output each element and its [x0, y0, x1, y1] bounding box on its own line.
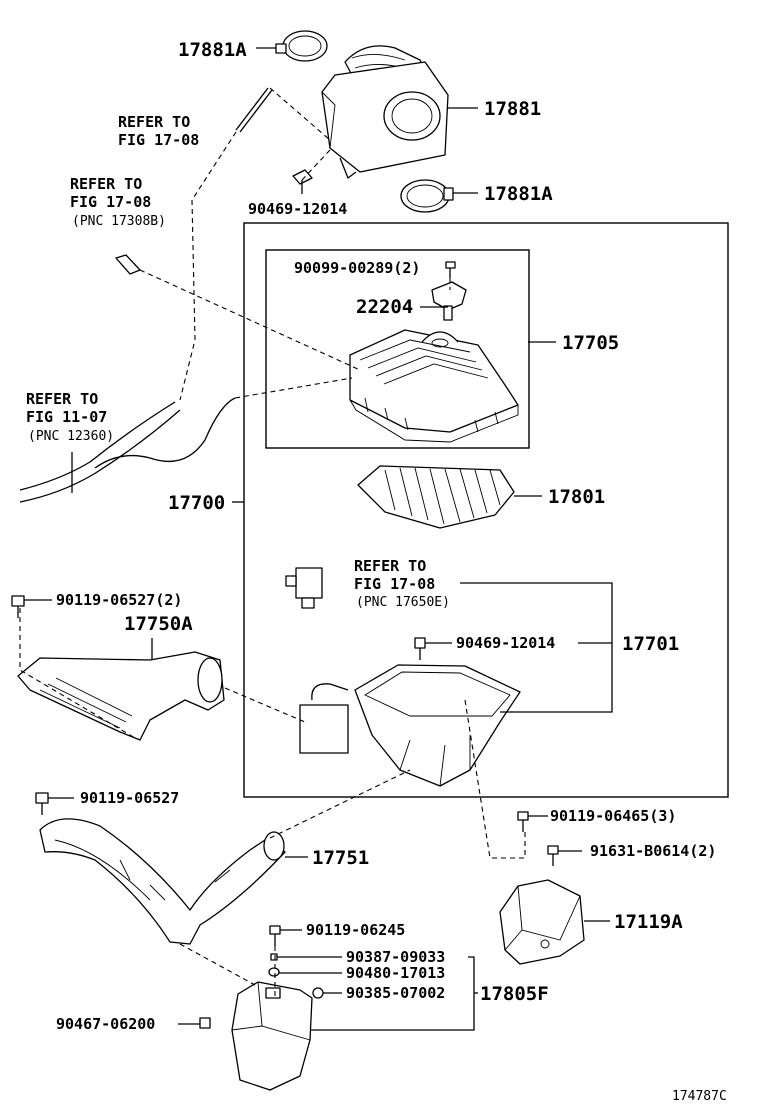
- svg-text:REFER TO: REFER TO: [118, 113, 190, 131]
- label-90385: 90385-07002: [346, 984, 445, 1002]
- label-17705: 17705: [562, 332, 619, 354]
- label-90469-case: 90469-12014: [456, 634, 555, 652]
- leader-lines: [24, 47, 613, 1031]
- label-22204: 22204: [356, 296, 413, 318]
- label-17119a: 17119A: [614, 911, 683, 933]
- label-17751: 17751: [312, 847, 369, 869]
- svg-text:FIG 17-08: FIG 17-08: [70, 193, 151, 211]
- svg-text:(PNC 17650E): (PNC 17650E): [356, 595, 450, 610]
- label-17881a-top: 17881A: [178, 39, 247, 61]
- label-90119-06245: 90119-06245: [306, 921, 405, 939]
- svg-text:REFER TO: REFER TO: [70, 175, 142, 193]
- label-90119-06527: 90119-06527: [80, 789, 179, 807]
- inlet-duct-drawing: [321, 45, 449, 179]
- cap-subassembly-box: [265, 249, 530, 449]
- bottom-clamp-drawing: [400, 179, 454, 213]
- svg-text:(PNC 17308B): (PNC 17308B): [72, 214, 166, 229]
- bracket-drawing: [499, 811, 585, 965]
- svg-text:FIG 17-08: FIG 17-08: [118, 131, 199, 149]
- label-17881a-bottom: 17881A: [484, 183, 553, 205]
- cap-screw-drawing: [445, 261, 456, 278]
- svg-text:FIG 11-07: FIG 11-07: [26, 408, 107, 426]
- label-90469-inlet: 90469-12014: [248, 200, 347, 218]
- refer-note-4: REFER TO FIG 17-08 (PNC 17650E): [354, 557, 450, 610]
- filter-element-drawing: [357, 465, 515, 529]
- resonator-drawing: [199, 925, 324, 1091]
- refer-note-2: REFER TO FIG 17-08 (PNC 17308B): [70, 175, 166, 229]
- label-90099: 90099-00289(2): [294, 259, 420, 277]
- label-90467: 90467-06200: [56, 1015, 155, 1033]
- label-17881: 17881: [484, 98, 541, 120]
- hose-drawing: [35, 792, 286, 945]
- label-17801: 17801: [548, 486, 605, 508]
- refer-note-1: REFER TO FIG 17-08: [118, 113, 199, 149]
- vsv-drawing: [285, 567, 323, 609]
- duct-17750a-drawing: [11, 595, 225, 741]
- top-clamp-drawing: [275, 30, 328, 62]
- svg-text:REFER TO: REFER TO: [354, 557, 426, 575]
- label-17701: 17701: [622, 633, 679, 655]
- label-90119-06465: 90119-06465(3): [550, 807, 676, 825]
- cleaner-case-drawing: [299, 637, 521, 787]
- figure-code: 174787C: [672, 1089, 727, 1104]
- refer-note-3: REFER TO FIG 11-07 (PNC 12360): [26, 390, 114, 444]
- refer-hoses: [19, 87, 273, 503]
- label-17805f: 17805F: [480, 983, 549, 1005]
- sensor-drawing: [431, 281, 467, 321]
- svg-text:FIG 17-08: FIG 17-08: [354, 575, 435, 593]
- svg-text:REFER TO: REFER TO: [26, 390, 98, 408]
- label-91631: 91631-B0614(2): [590, 842, 716, 860]
- label-17750a: 17750A: [124, 613, 193, 635]
- assembly-box: [243, 222, 729, 798]
- label-90119-06527-2: 90119-06527(2): [56, 591, 182, 609]
- cleaner-cap-drawing: [349, 329, 519, 443]
- assembly-dashed-lines: [19, 87, 526, 1000]
- svg-text:(PNC 12360): (PNC 12360): [28, 429, 114, 444]
- inlet-bolt-drawing: [292, 169, 313, 194]
- label-17700: 17700: [168, 492, 225, 514]
- label-90387: 90387-09033: [346, 948, 445, 966]
- label-90480: 90480-17013: [346, 964, 445, 982]
